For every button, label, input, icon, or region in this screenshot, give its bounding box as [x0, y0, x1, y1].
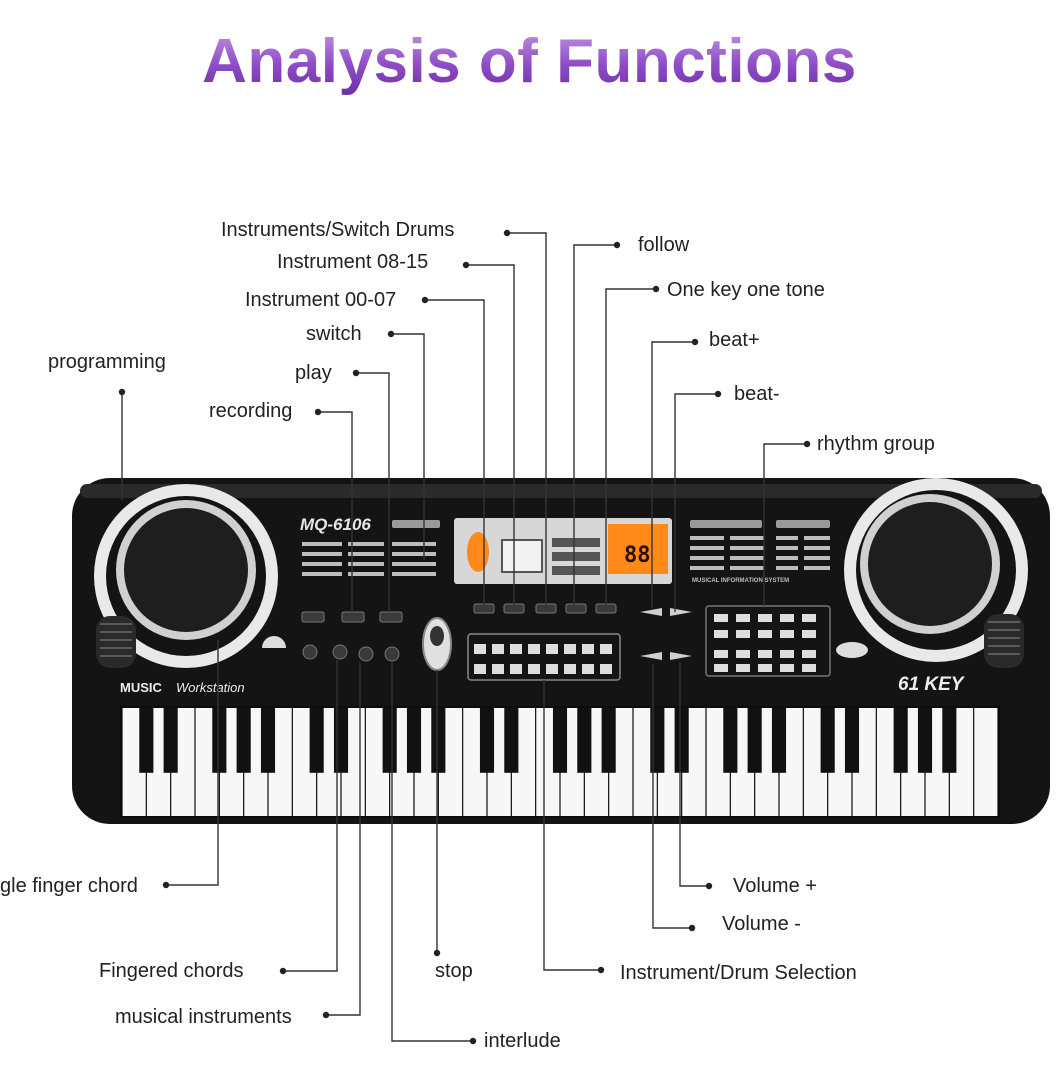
label-stop: stop [435, 960, 473, 982]
black-key [552, 708, 568, 773]
label-instrument-00-07: Instrument 00-07 [245, 289, 397, 311]
rhythm-legend [690, 520, 830, 570]
label-recording: recording [209, 400, 293, 422]
black-key [893, 708, 908, 773]
black-key [601, 708, 616, 773]
label-musical-instruments: musical instruments [115, 1006, 292, 1028]
label-volume-plus: Volume + [733, 875, 817, 897]
panel-caption: MUSICAL INFORMATION SYSTEM [692, 578, 789, 584]
label-one-key-one-tone: One key one tone [667, 279, 825, 301]
black-key [917, 708, 933, 773]
black-key [844, 708, 860, 773]
label-single-finger-chord: gle finger chord [0, 875, 138, 897]
black-key [406, 708, 422, 773]
white-key [974, 708, 998, 816]
black-key [309, 708, 324, 773]
black-key [504, 708, 519, 773]
black-key [771, 708, 787, 773]
right-speaker [844, 478, 1028, 668]
piano-keys [120, 706, 1000, 818]
black-key [650, 708, 665, 773]
label-rhythm-group: rhythm group [817, 433, 935, 455]
label-instrument-drum-selection: Instrument/Drum Selection [620, 962, 857, 984]
black-key [163, 708, 178, 773]
black-key [212, 708, 227, 773]
keys-badge: 61 KEY [898, 674, 966, 695]
instrument-legend [302, 520, 440, 576]
black-key [382, 708, 397, 773]
black-key [236, 708, 251, 773]
black-key [479, 708, 495, 773]
black-key [723, 708, 738, 773]
label-volume-minus: Volume - [722, 913, 801, 935]
black-key [577, 708, 592, 773]
black-key [431, 708, 446, 773]
led-readout: 88 [624, 543, 651, 568]
control-buttons [301, 603, 617, 662]
black-key [820, 708, 835, 773]
label-programming: programming [48, 351, 166, 373]
label-switch: switch [306, 323, 362, 345]
rhythm-pad [705, 605, 831, 677]
led-display [608, 524, 668, 574]
label-beat-plus: beat+ [709, 329, 760, 351]
black-key [942, 708, 957, 773]
black-key [260, 708, 276, 773]
label-play: play [295, 362, 332, 384]
label-instruments-switch-drums: Instruments/Switch Drums [221, 219, 455, 241]
label-follow: follow [638, 234, 690, 256]
label-instrument-08-15: Instrument 08-15 [277, 251, 429, 273]
instrument-keypad [467, 633, 621, 681]
page-title: Analysis of Functions [0, 26, 1059, 97]
callout-dots [118, 229, 811, 1045]
black-key [333, 708, 349, 773]
left-speaker [94, 484, 278, 668]
model-label: MQ-6106 [300, 515, 371, 534]
label-beat-minus: beat- [734, 383, 780, 405]
label-fingered-chords: Fingered chords [99, 960, 244, 982]
black-key [747, 708, 762, 773]
callout-leaders [121, 232, 807, 1042]
brand-workstation: Workstation [176, 680, 245, 695]
brand-music: MUSIC [120, 680, 163, 695]
black-key [139, 708, 154, 773]
label-interlude: interlude [484, 1030, 561, 1052]
black-key [674, 708, 689, 773]
